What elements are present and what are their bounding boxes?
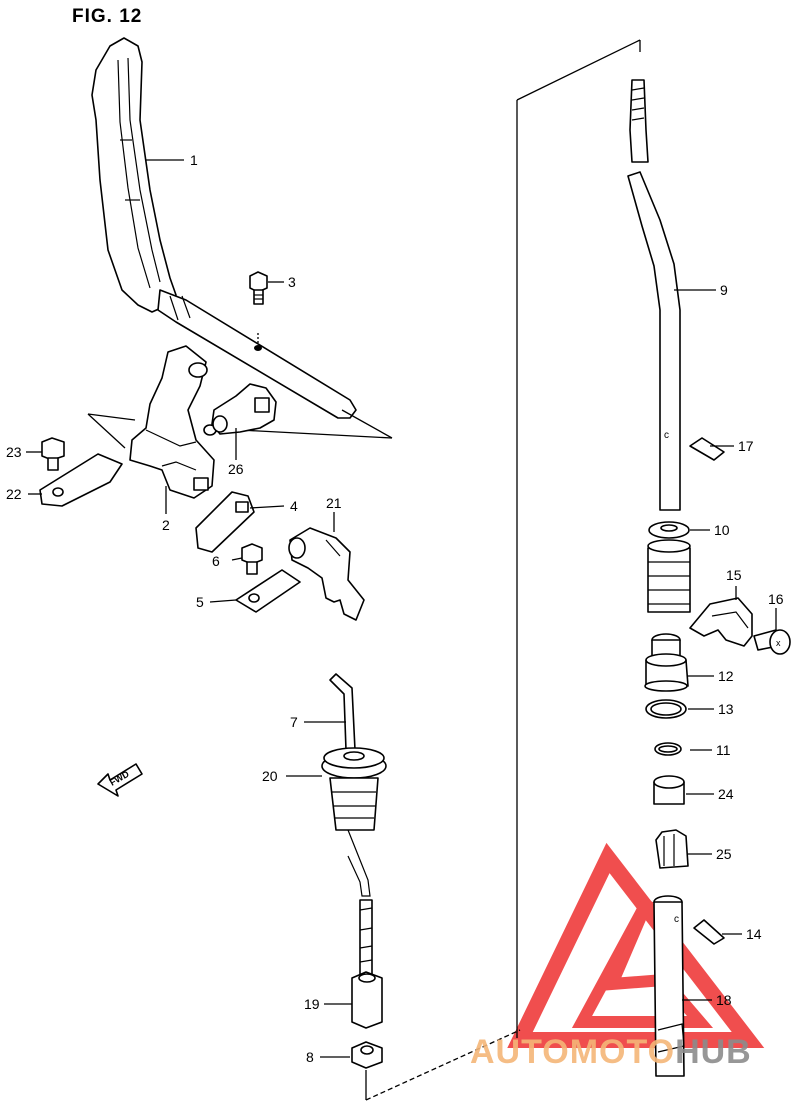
watermark-text-automoto: AUTOMOTO xyxy=(470,1033,675,1071)
label-10: 10 xyxy=(714,522,730,538)
part-clip-15 xyxy=(689,597,753,647)
part-screw-16: x xyxy=(753,629,791,655)
assembly-frame xyxy=(365,39,641,1101)
figure-title: FIG. 12 xyxy=(72,6,142,27)
part-ring-13 xyxy=(645,699,687,719)
watermark: AUTOMOTOHUB xyxy=(470,1033,752,1071)
thread-marks xyxy=(359,907,373,963)
label-9: 9 xyxy=(720,282,728,298)
label-20: 20 xyxy=(262,768,278,784)
part-lever-bracket xyxy=(129,345,217,499)
part-spline-25 xyxy=(655,829,689,869)
part-link-4 xyxy=(195,491,255,553)
callout-labels: 1 2 3 4 5 6 7 8 9 10 11 12 13 14 15 16 1… xyxy=(6,152,784,1065)
label-25: 25 xyxy=(716,846,732,862)
part-pin-17 xyxy=(689,437,725,461)
label-4: 4 xyxy=(290,498,298,514)
label-13: 13 xyxy=(718,701,734,717)
label-21: 21 xyxy=(326,495,342,511)
reference-lines xyxy=(87,409,393,449)
label-17: 17 xyxy=(738,438,754,454)
svg-text:c: c xyxy=(674,914,679,925)
label-18: 18 xyxy=(716,992,732,1008)
part-shift-arm xyxy=(211,383,277,435)
label-19: 19 xyxy=(304,996,320,1012)
part-washer-5 xyxy=(235,569,301,613)
label-16: 16 xyxy=(768,591,784,607)
label-26: 26 xyxy=(228,461,244,477)
label-1: 1 xyxy=(190,152,198,168)
label-7: 7 xyxy=(290,714,298,730)
part-bushing-24 xyxy=(653,775,685,805)
watermark-logo-icon xyxy=(507,842,765,1048)
label-5: 5 xyxy=(196,594,204,610)
part-boot-10 xyxy=(647,521,691,613)
label-22: 22 xyxy=(6,486,22,502)
part-bolt-23 xyxy=(41,437,65,471)
svg-text:x: x xyxy=(776,638,781,648)
part-cam-21 xyxy=(288,527,365,621)
svg-text:c: c xyxy=(664,430,669,441)
part-nut-19 xyxy=(351,971,383,1029)
leader-lines xyxy=(26,159,777,1058)
thread-marks-9 xyxy=(631,87,645,121)
svg-text:AUTOMOTOHUB: AUTOMOTOHUB xyxy=(470,1033,752,1071)
part-bolt-6 xyxy=(241,543,263,575)
part-plate-22 xyxy=(39,453,123,507)
part-shift-lever xyxy=(91,37,357,419)
label-12: 12 xyxy=(718,668,734,684)
label-23: 23 xyxy=(6,444,22,460)
label-8: 8 xyxy=(306,1049,314,1065)
part-nut-8 xyxy=(351,1041,383,1069)
label-2: 2 xyxy=(162,517,170,533)
label-14: 14 xyxy=(746,926,762,942)
part-pin-14 xyxy=(693,919,725,945)
part-shaft-18: c xyxy=(653,895,685,1077)
part-grommet-20 xyxy=(321,747,387,831)
label-6: 6 xyxy=(212,553,220,569)
label-11: 11 xyxy=(716,742,731,758)
part-rod-9: c xyxy=(627,79,681,511)
label-24: 24 xyxy=(718,786,734,802)
label-15: 15 xyxy=(726,567,742,583)
fwd-arrow-icon: FWD xyxy=(97,763,143,797)
watermark-text-hub: HUB xyxy=(675,1033,752,1071)
part-bolt-3 xyxy=(249,271,268,305)
label-3: 3 xyxy=(288,274,296,290)
part-ring-11 xyxy=(654,742,682,756)
part-bushing-12 xyxy=(644,633,689,692)
